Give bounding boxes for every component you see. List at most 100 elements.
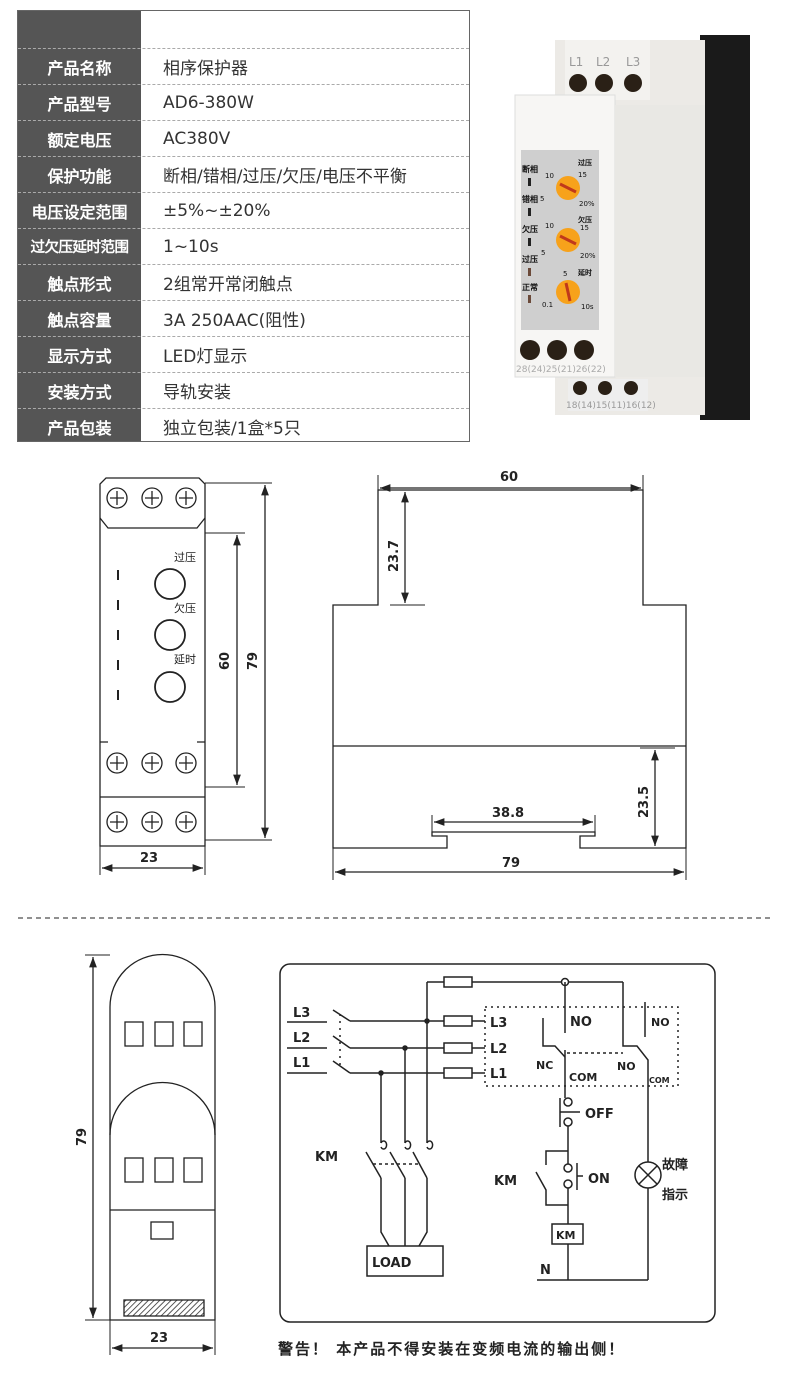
led-label: 正常	[522, 282, 538, 292]
dial-tick: 5	[540, 195, 544, 203]
spec-value: 导轨安装	[163, 383, 231, 403]
table-row: 产品名称 相序保护器	[18, 48, 469, 84]
contactor-label: KM	[315, 1150, 338, 1165]
din-clip	[700, 35, 750, 420]
spec-key: 产品包装	[47, 418, 112, 438]
contact-label: NO	[570, 1015, 592, 1030]
led-label: 过压	[522, 254, 538, 264]
dimension-label: 23.5	[637, 786, 652, 818]
spec-value: 独立包装/1盒*5只	[163, 419, 301, 439]
dial-tick: 15	[578, 171, 587, 179]
dimension-label: 79	[246, 652, 261, 670]
wiring-labels: L3 L2 L1 L3 L2 L1 NO NO NC COM NO COM OF…	[293, 1006, 688, 1278]
contact-label: COM	[649, 1076, 670, 1085]
terminal-label: L3	[626, 55, 640, 69]
terminal-screw	[569, 74, 587, 92]
table-row: 电压设定范围 ±5%~±20%	[18, 192, 469, 228]
contactor-label: KM	[494, 1174, 517, 1189]
spec-value: 断相/错相/过压/欠压/电压不平衡	[163, 167, 407, 187]
line-label: L3	[293, 1006, 310, 1021]
dimension-label: 60	[218, 652, 233, 670]
neutral-label: N	[540, 1263, 551, 1278]
spec-value: 1~10s	[163, 236, 219, 257]
off-button-label: OFF	[585, 1107, 614, 1122]
dimension-label: 23	[150, 1331, 168, 1346]
spec-value: ±5%~±20%	[163, 200, 271, 221]
spec-key: 保护功能	[47, 166, 112, 186]
spec-table: 产品名称 相序保护器 产品型号 AD6-380W 额定电压 AC380V 保护功能 断相…	[17, 10, 470, 442]
spec-value: 3A 250AAC(阻性)	[163, 311, 306, 331]
table-row: 额定电压 AC380V	[18, 120, 469, 156]
spec-key: 安装方式	[47, 382, 112, 402]
terminal-screw	[520, 340, 540, 360]
terminal-label: L1	[569, 55, 583, 69]
dimension-label: 23	[140, 851, 158, 866]
end-view	[85, 953, 216, 1355]
coil-label: KM	[556, 1229, 575, 1242]
led-label: 欠压	[522, 224, 538, 234]
dial-tick: 10s	[581, 303, 594, 311]
led-indicator	[528, 178, 531, 186]
led-indicator	[528, 295, 531, 303]
dial-tick: 20%	[579, 200, 595, 208]
led-indicator	[528, 238, 531, 246]
front-view	[99, 477, 272, 875]
led-label: 断相	[522, 164, 538, 174]
spec-value: LED灯显示	[163, 347, 248, 367]
line-label: L2	[293, 1031, 310, 1046]
spec-key: 产品名称	[47, 58, 112, 78]
terminal-screws-top	[106, 487, 197, 509]
terminal-label: L3	[490, 1016, 507, 1031]
dial-tick: 10	[545, 172, 554, 180]
terminal-label: L2	[596, 55, 610, 69]
dimension-label: 38.8	[492, 806, 524, 821]
table-row: 保护功能 断相/错相/过压/欠压/电压不平衡	[18, 156, 469, 192]
contact-label: NO	[617, 1060, 636, 1073]
spec-key: 触点容量	[47, 310, 112, 330]
contact-label: COM	[569, 1071, 597, 1084]
dial-tick: 0.1	[542, 301, 553, 309]
dimension-label: 79	[75, 1128, 90, 1146]
on-button-label: ON	[588, 1172, 610, 1187]
spec-key: 触点形式	[47, 274, 112, 294]
dimension-label: 79	[502, 856, 520, 871]
contact-label: NO	[651, 1016, 670, 1029]
dial-over-voltage[interactable]	[556, 176, 580, 200]
spec-key: 产品型号	[47, 94, 112, 114]
spec-key: 额定电压	[47, 130, 112, 150]
spec-value: 2组常开常闭触点	[163, 275, 293, 295]
led-indicator	[528, 208, 531, 216]
terminal-screw	[624, 74, 642, 92]
fault-lamp-label: 故障	[662, 1157, 688, 1173]
table-row: 产品包装 独立包装/1盒*5只	[18, 408, 469, 444]
dial-label: 延时	[577, 268, 592, 277]
led-label: 错相	[522, 194, 538, 204]
spec-value: AC380V	[163, 128, 231, 149]
dial-label: 过压	[578, 158, 592, 167]
table-row: 触点形式 2组常开常闭触点	[18, 264, 469, 300]
dial-delay[interactable]	[556, 280, 580, 304]
spec-value: 相序保护器	[163, 59, 248, 79]
terminal-screws-bottom	[106, 752, 197, 833]
dial-under-voltage[interactable]	[556, 228, 580, 252]
knob-label: 欠压	[174, 601, 196, 615]
led-indicator	[528, 268, 531, 276]
contact-label: NC	[536, 1059, 553, 1072]
spec-key-column	[18, 11, 141, 441]
load-label: LOAD	[372, 1256, 412, 1271]
table-row: 产品型号 AD6-380W	[18, 84, 469, 120]
terminal-numbers: 28(24)25(21)26(22)	[516, 365, 606, 375]
product-photo: L1 L2 L3 断相 错相 欠压 过压 正常 过压 10 15 5 20% 欠…	[514, 35, 750, 420]
dial-tick: 10	[545, 222, 554, 230]
dial-tick: 5	[541, 249, 545, 257]
side-view	[332, 475, 687, 880]
knob-over	[154, 568, 186, 600]
knob-delay	[154, 671, 186, 703]
spec-value: AD6-380W	[163, 92, 254, 113]
dimension-label: 23.7	[387, 540, 402, 572]
spec-key: 电压设定范围	[31, 202, 128, 222]
knob-label: 延时	[174, 653, 196, 666]
terminal-screw	[574, 340, 594, 360]
dial-tick: 20%	[580, 252, 596, 260]
